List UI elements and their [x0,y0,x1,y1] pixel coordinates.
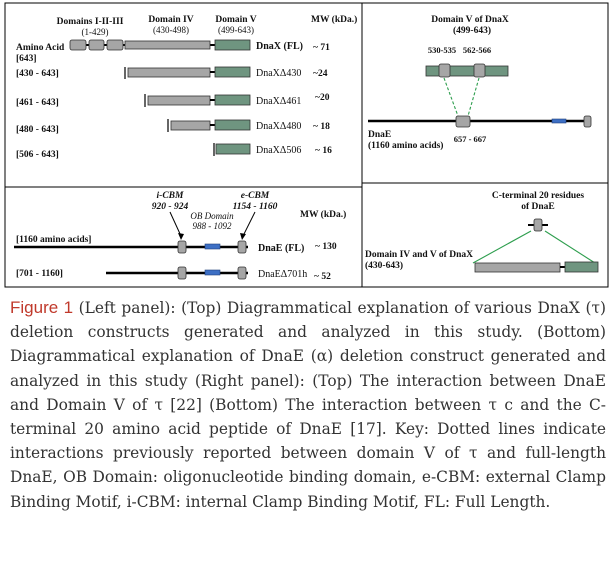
dnae-d701-ob-box [204,269,221,276]
dnax-domain-5 [214,39,251,51]
dnax-mw-header: MW (kDa.) [311,14,357,25]
ob-domain-range: 988 - 1092 [193,221,232,231]
dnax-d480-construct [167,119,251,132]
dnax-d480-range: [480 - 643] [16,125,59,135]
dnax-domain-4 [124,40,211,50]
dnax-d461-range: [461 - 643] [16,98,59,108]
icbm-range: 920 - 924 [152,202,189,212]
right-dnae-site-label: 657 - 667 [454,134,487,144]
right-dnae-sub: (1160 amino acids) [368,140,443,151]
site-562-box [473,63,486,78]
dnae-d701-name: DnaEΔ701h [258,269,307,280]
right-top-title-range: (499-643) [453,25,491,36]
dnae-d701-construct [106,266,248,280]
c-terminal-peptide [528,218,548,232]
dnax-d430-domain-5 [214,66,251,78]
site-562-label: 562-566 [463,45,491,55]
dnax-d430-domain-4 [127,67,211,78]
right-bottom-domain-label: Domain IV and V of DnaX [365,250,473,260]
dnax-d480-domain-4 [170,120,211,131]
ob-domain-label: OB Domain [190,211,234,221]
dnax-fl-mw: ~ 71 [313,43,330,53]
dnax-d480-domain-5 [214,119,251,131]
dnax-d480-mw: ~ 18 [313,122,330,132]
dnax-d461-construct [144,94,251,107]
header-domain-5: Domain V [215,15,256,25]
dnae-mw-header: MW (kDa.) [300,209,346,220]
right-bottom-title: C-terminal 20 residues [492,191,584,201]
dnax-d506-domain-5 [215,143,251,155]
dnae-fl-mw: ~ 130 [315,242,337,252]
domain-v-bar-bottom [564,261,599,273]
dnax-d461-domain-4 [147,95,211,106]
dnae-fl-range: [1160 amino acids] [16,235,91,245]
dnax-d430-mw: ~24 [313,69,328,79]
right-dnae-construct [368,115,592,128]
dnax-d430-construct [124,66,251,79]
dnae-d701-mw: ~ 52 [314,272,331,282]
icbm-arrowhead [178,233,184,240]
dnax-d430-range: [430 - 643] [16,69,59,79]
c-terminal-peptide-box [533,218,543,232]
amino-acid-label: Amino Acid [16,43,65,53]
site-530-box [438,63,451,78]
dnax-domain-1 [69,39,87,51]
header-domains-1-3-range: (1-429) [82,27,109,37]
figure-caption-text: (Left panel): (Top) Diagrammatical expla… [10,299,606,511]
header-domain-4: Domain IV [148,15,193,25]
domain-iv-bar [474,262,561,273]
dnax-d506-construct [213,143,251,156]
ecbm-arrowhead [240,233,246,240]
dnax-d480-name: DnaXΔ480 [256,121,301,132]
dnax-d430-name: DnaXΔ430 [256,68,301,79]
ecbm-arrow [242,211,256,237]
dnae-d701-icbm-box [177,266,187,280]
dnae-fl-construct [14,240,248,254]
figure-caption: Figure 1 (Left panel): (Top) Diagrammati… [10,296,606,514]
domain-iv-v-construct [474,261,599,273]
interaction-line-right [544,230,596,264]
site-530-label: 530-535 [428,45,456,55]
icbm-label: i-CBM [157,191,184,201]
dnax-domain-3 [106,39,124,51]
dnae-fl-ecbm-box [237,240,247,254]
dnae-fl-icbm-box [177,240,187,254]
dnax-fl-construct [69,39,251,51]
ecbm-range: 1154 - 1160 [233,202,278,212]
figure-caption-label: Figure 1 [10,298,74,317]
right-bottom-domain-range: (430-643) [365,260,403,271]
right-dnae-label: DnaE [368,130,391,140]
domain-v-construct [425,63,509,78]
header-domain-5-range: (499-643) [218,25,254,35]
dnax-fl-name: DnaX (FL) [256,41,303,52]
dnae-d701-ecbm-box [237,266,247,280]
dnax-d506-name: DnaXΔ506 [256,145,301,156]
header-domain-4-range: (430-498) [153,25,189,35]
dnax-d461-domain-5 [214,94,251,106]
right-dnae-site-box [455,115,471,128]
domain-v-bar [425,65,509,77]
dnax-d461-name: DnaXΔ461 [256,96,301,107]
dnax-d506-range: [506 - 643] [16,150,59,160]
dotted-interaction-line-2 [467,77,480,117]
right-dnae-ob-box [551,118,567,124]
dnax-d461-mw: ~20 [315,93,330,103]
interaction-line-left [472,230,532,264]
dnae-fl-ob-box [204,243,221,250]
ecbm-label: e-CBM [241,191,270,201]
dnax-d506-mw: ~ 16 [315,146,332,156]
right-panel-frame [361,2,609,288]
dnax-fl-range: [643] [16,54,37,64]
header-domains-1-3: Domains I-II-III [57,17,124,27]
dotted-interaction-line-1 [443,77,459,117]
dnae-d701-range: [701 - 1160] [16,269,63,279]
dnae-fl-name: DnaE (FL) [258,243,304,254]
dnax-domain-2 [88,39,105,51]
icbm-arrow [169,211,182,237]
right-bottom-title-sub: of DnaE [521,202,555,212]
right-dnae-ecbm-box [583,115,592,128]
right-top-title: Domain V of DnaX [431,15,509,25]
